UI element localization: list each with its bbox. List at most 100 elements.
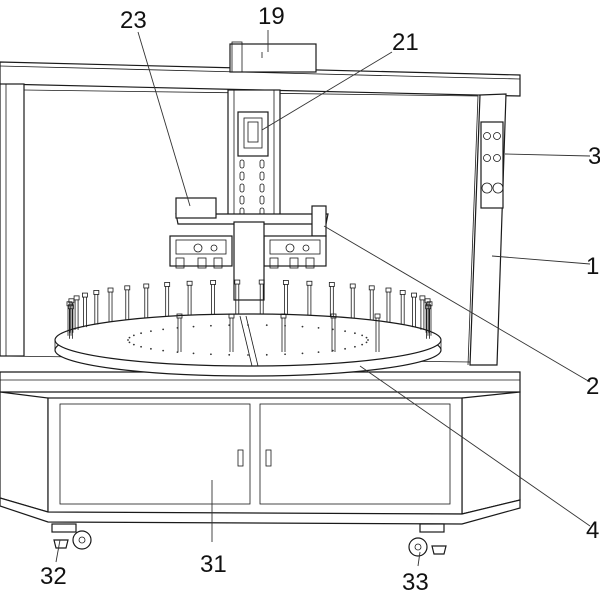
caster-wheels (51, 523, 447, 557)
table-hole (162, 328, 165, 331)
table-hole (228, 353, 231, 356)
pin (82, 292, 88, 328)
callout-31: 31 (200, 551, 227, 578)
pin (143, 283, 150, 318)
table-hole (301, 352, 304, 355)
slot-hole (239, 159, 245, 169)
pin (282, 280, 289, 315)
slot-hole (259, 159, 265, 169)
table-hole (140, 332, 142, 335)
pin (368, 285, 375, 320)
callout-2: 2 (586, 373, 599, 400)
pin (328, 282, 335, 317)
table-hole (344, 330, 346, 333)
slot-hole (259, 183, 265, 193)
table-hole (365, 341, 368, 344)
cabinet-base (0, 355, 521, 525)
table-hole (317, 326, 320, 329)
callout-23: 23 (120, 7, 147, 34)
pin (426, 301, 433, 336)
pin (258, 279, 265, 315)
table-hole (176, 351, 179, 354)
table-hole (331, 349, 334, 352)
table-hole (265, 324, 268, 327)
table-hole (284, 324, 286, 327)
pin (164, 282, 171, 317)
pin (280, 313, 287, 352)
pin (210, 280, 217, 315)
pin (68, 304, 74, 339)
pin (124, 285, 131, 320)
table-hole (128, 336, 131, 339)
control-button-icon (493, 154, 501, 162)
table-hole (140, 345, 142, 348)
pin (234, 279, 241, 315)
table-hole (331, 328, 334, 331)
pin (425, 304, 431, 339)
pin (73, 295, 80, 330)
leader-lines (55, 30, 591, 567)
table-hole (317, 351, 320, 354)
table-hole (354, 345, 356, 348)
pin (330, 313, 337, 352)
top-frame (0, 61, 521, 357)
callout-4: 4 (586, 517, 599, 544)
control-button-icon (483, 154, 491, 162)
pin (176, 313, 183, 352)
control-knob-icon (492, 182, 504, 194)
pin (419, 295, 426, 330)
callout-labels: 19 21 23 3 1 2 4 31 32 33 (40, 3, 600, 596)
callout-19: 19 (258, 3, 285, 30)
workpiece-pins (66, 279, 433, 352)
pin (107, 287, 114, 323)
control-button-icon (483, 132, 491, 140)
pin (411, 292, 417, 328)
table-holes (127, 324, 369, 356)
table-hole (247, 324, 249, 326)
table-hole (361, 334, 364, 337)
motor-box (229, 41, 317, 73)
table-hole (162, 349, 165, 352)
pin (306, 280, 313, 316)
pin (68, 298, 75, 333)
callout-21: 21 (392, 29, 419, 56)
table-hole (344, 347, 346, 350)
door-handle-icon (265, 449, 272, 467)
table-hole (365, 336, 368, 339)
callout-33: 33 (402, 569, 429, 596)
table-hole (192, 325, 195, 328)
control-column (467, 93, 507, 366)
pin (374, 313, 381, 352)
slot-hole (239, 195, 245, 205)
vertical-slide (227, 89, 281, 223)
table-hole (228, 324, 231, 327)
table-hole (128, 341, 131, 344)
table-hole (284, 353, 286, 356)
callout-32: 32 (40, 563, 67, 590)
control-knob-icon (481, 182, 493, 194)
pin (385, 287, 392, 323)
table-hole (265, 353, 268, 356)
slot-hole (259, 195, 265, 205)
table-hole (361, 343, 364, 346)
table-hole (210, 324, 212, 327)
table-hole (127, 339, 129, 341)
pin (424, 298, 431, 333)
table-hole (367, 339, 369, 341)
slot-hole (239, 183, 245, 193)
slot-hole (239, 171, 245, 181)
slot-hole (259, 171, 265, 181)
pin (186, 280, 193, 316)
table-hole (210, 353, 212, 356)
table-hole (150, 330, 152, 333)
callout-1: 1 (586, 253, 599, 280)
pin (349, 283, 356, 318)
door-handle-icon (237, 449, 244, 467)
table-hole (354, 332, 356, 335)
callout-3: 3 (588, 143, 600, 170)
pin (399, 290, 406, 325)
pin (228, 313, 235, 352)
pin (93, 290, 100, 325)
